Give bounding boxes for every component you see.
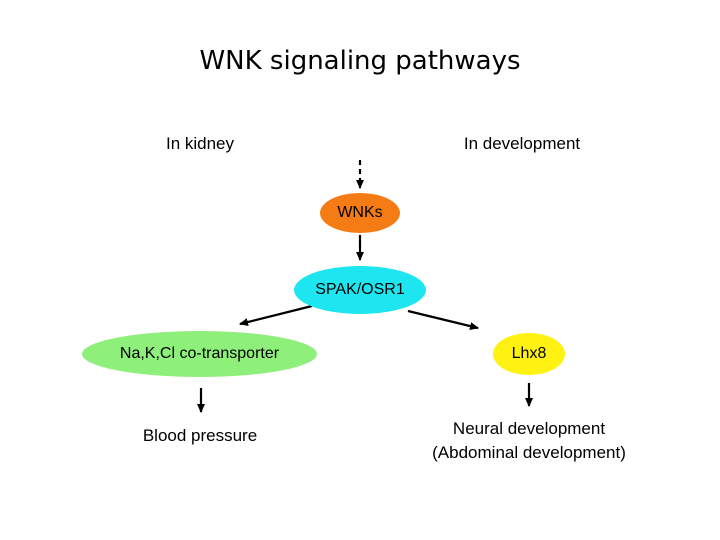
node-wnks-label: WNKs xyxy=(337,204,383,221)
node-nkcc-label: Na,K,Cl co-transporter xyxy=(119,345,280,362)
outcome-neural-development: Neural development xyxy=(452,419,606,438)
arrow-spak-to-nkcc xyxy=(239,304,313,326)
outcome-abdominal-development: (Abdominal development) xyxy=(432,443,626,462)
context-label-kidney: In kidney xyxy=(165,134,235,153)
outcome-development: Neural development (Abdominal developmen… xyxy=(400,417,658,465)
node-spak-osr1: SPAK/OSR1 xyxy=(294,266,426,314)
arrow-spak-to-lhx8 xyxy=(407,309,479,330)
diagram-title: WNK signaling pathways xyxy=(199,46,521,76)
context-label-development: In development xyxy=(463,134,581,153)
node-lhx8: Lhx8 xyxy=(493,333,565,375)
node-lhx8-label: Lhx8 xyxy=(511,345,547,362)
outcome-blood-pressure: Blood pressure xyxy=(142,426,258,445)
node-spak-osr1-label: SPAK/OSR1 xyxy=(315,281,405,298)
node-nkcc: Na,K,Cl co-transporter xyxy=(82,331,317,377)
node-wnks: WNKs xyxy=(320,193,400,233)
